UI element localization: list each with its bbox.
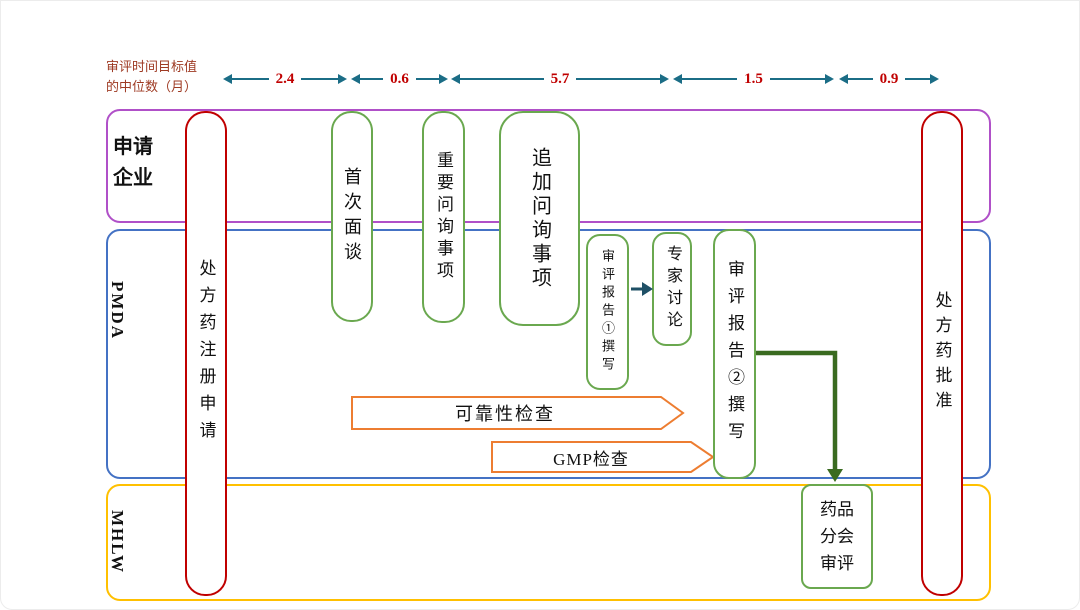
- arrow-left-icon: [351, 74, 360, 84]
- timeline-value: 1.5: [744, 70, 763, 87]
- timeline-segment-2: 0.6: [351, 71, 448, 87]
- node-review-report-1: 审评报告①撰写: [586, 234, 629, 390]
- node-additional-inquiries: 追加问询事项: [499, 111, 580, 326]
- node-label: 首次面谈: [342, 166, 362, 267]
- node-reliability-inspection: 可靠性检查: [351, 396, 685, 430]
- right-arrow-shape-icon: [351, 396, 685, 430]
- timeline-value: 5.7: [550, 70, 570, 87]
- timeline-value: 0.9: [879, 70, 899, 87]
- lane-label-applicant: 申请 企业: [113, 136, 153, 189]
- arrow-left-icon: [223, 74, 232, 84]
- node-review-report-2: 审评报告②撰写: [713, 229, 756, 479]
- node-label: 专家讨论: [664, 245, 681, 333]
- node-label: 处方药批准: [932, 291, 952, 416]
- lane-mhlw: [106, 484, 991, 601]
- arrow-right-icon: [825, 74, 834, 84]
- timeline-value: 2.4: [275, 70, 295, 87]
- timeline-title: 审评时间目标值 的中位数（月）: [106, 59, 198, 94]
- timeline-segment-5: 0.9: [839, 71, 939, 87]
- node-first-interview: 首次面谈: [331, 111, 373, 322]
- timeline-segment-1: 2.4: [223, 71, 347, 87]
- node-label: 可靠性检查: [455, 404, 555, 424]
- node-registration-application: 处方药注册申请: [185, 111, 227, 596]
- arrow-right-icon: [338, 74, 347, 84]
- node-label: GMP检查: [553, 449, 629, 469]
- node-label: 处方药注册申请: [196, 259, 216, 448]
- lane-label-pmda: PMDA: [108, 280, 127, 340]
- node-label: 重要问询事项: [434, 151, 453, 283]
- right-arrow-shape-icon: [491, 441, 715, 473]
- arrow-left-icon: [451, 74, 460, 84]
- node-label: 审评报告②撰写: [725, 259, 744, 449]
- node-label: 审评报告①撰写: [600, 249, 615, 375]
- arrow-left-icon: [839, 74, 848, 84]
- node-expert-discussion: 专家讨论: [652, 232, 692, 346]
- timeline-segment-4: 1.5: [673, 71, 834, 87]
- timeline-value: 0.6: [390, 70, 409, 87]
- node-label: 追加问询事项: [528, 146, 551, 291]
- arrow-right-icon: [439, 74, 448, 84]
- timeline-segment-3: 5.7: [451, 71, 669, 87]
- lane-label-mhlw: MHLW: [108, 509, 127, 575]
- node-drug-subcommittee-review: 药品 分会 审评: [801, 484, 873, 589]
- arrow-right-icon: [660, 74, 669, 84]
- arrow-left-icon: [673, 74, 682, 84]
- node-gmp-inspection: GMP检查: [491, 441, 715, 473]
- arrow-right-icon: [930, 74, 939, 84]
- node-label: 药品 分会 审评: [820, 499, 854, 574]
- node-important-inquiries: 重要问询事项: [422, 111, 465, 323]
- node-approval: 处方药批准: [921, 111, 963, 596]
